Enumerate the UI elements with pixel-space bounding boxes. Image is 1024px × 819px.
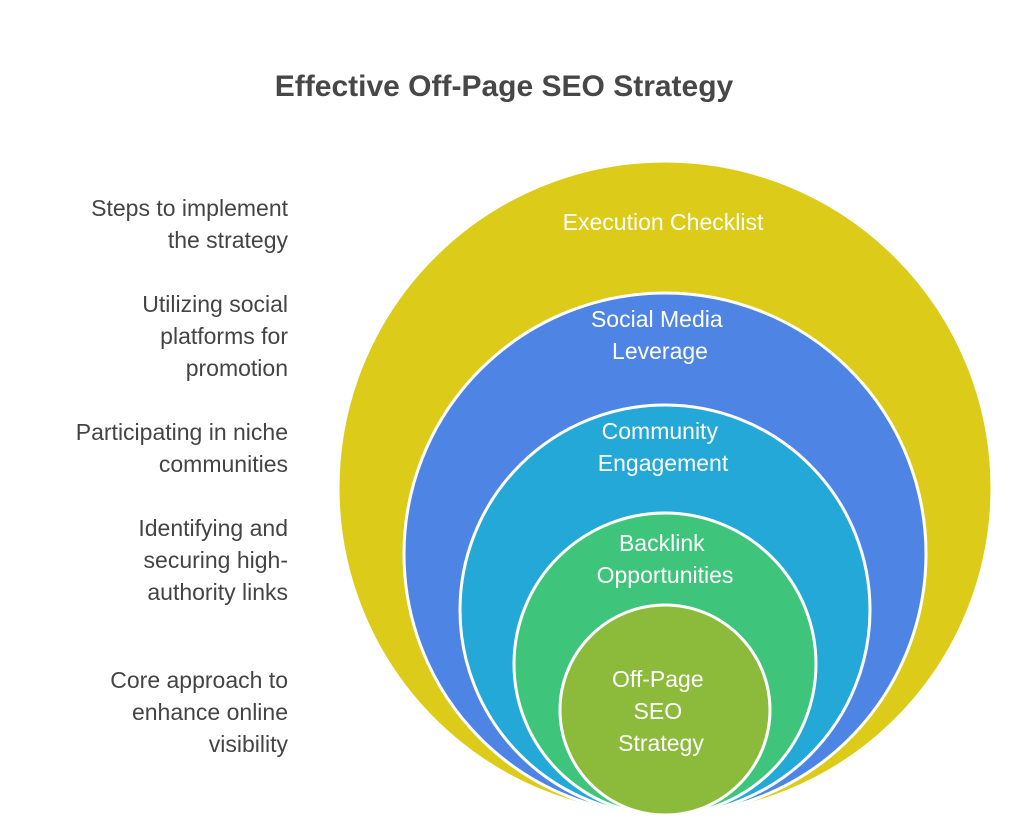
description-line: visibility (208, 731, 288, 757)
description-line: promotion (185, 355, 288, 381)
ring-label-line: SEO (634, 698, 683, 724)
ring-label-line: Backlink (619, 530, 705, 556)
description-line: the strategy (167, 227, 288, 253)
ring-label-line: Strategy (618, 730, 704, 756)
description-social-media-leverage: Utilizing social platforms for promotion (18, 288, 288, 384)
description-line: Utilizing social (142, 291, 288, 317)
ring-label-line: Engagement (598, 450, 729, 476)
ring-label-social-media-leverage: Social Media Leverage (591, 306, 729, 364)
ring-label-line: Social Media (591, 306, 723, 332)
ring-off-page-seo-strategy (558, 603, 772, 817)
description-backlink-opportunities: Identifying and securing high- authority… (18, 512, 288, 608)
description-line: Participating in niche (75, 419, 288, 445)
description-line: Identifying and (138, 515, 288, 541)
description-line: Core approach to (110, 667, 288, 693)
description-community-engagement: Participating in niche communities (18, 416, 288, 480)
ring-label-line: Off-Page (612, 666, 704, 692)
description-line: enhance online (131, 699, 288, 725)
description-execution-checklist: Steps to implement the strategy (18, 192, 288, 256)
description-line: communities (158, 451, 288, 477)
description-line: Steps to implement (91, 195, 288, 221)
description-line: securing high- (143, 547, 288, 573)
ring-label-line: Execution Checklist (563, 209, 764, 235)
description-off-page-seo-strategy: Core approach to enhance online visibili… (18, 664, 288, 760)
description-line: platforms for (160, 323, 288, 349)
ring-label-line: Opportunities (597, 562, 734, 588)
ring-label-line: Community (602, 418, 719, 444)
ring-label-backlink-opportunities: Backlink Opportunities (597, 530, 734, 588)
ring-label-community-engagement: Community Engagement (598, 418, 729, 476)
diagram-title: Effective Off-Page SEO Strategy (274, 70, 734, 103)
ring-label-line: Leverage (612, 338, 708, 364)
ring-label-off-page-seo-strategy: Off-Page SEO Strategy (612, 666, 710, 756)
ring-label-execution-checklist: Execution Checklist (563, 209, 764, 235)
description-line: authority links (147, 579, 288, 605)
